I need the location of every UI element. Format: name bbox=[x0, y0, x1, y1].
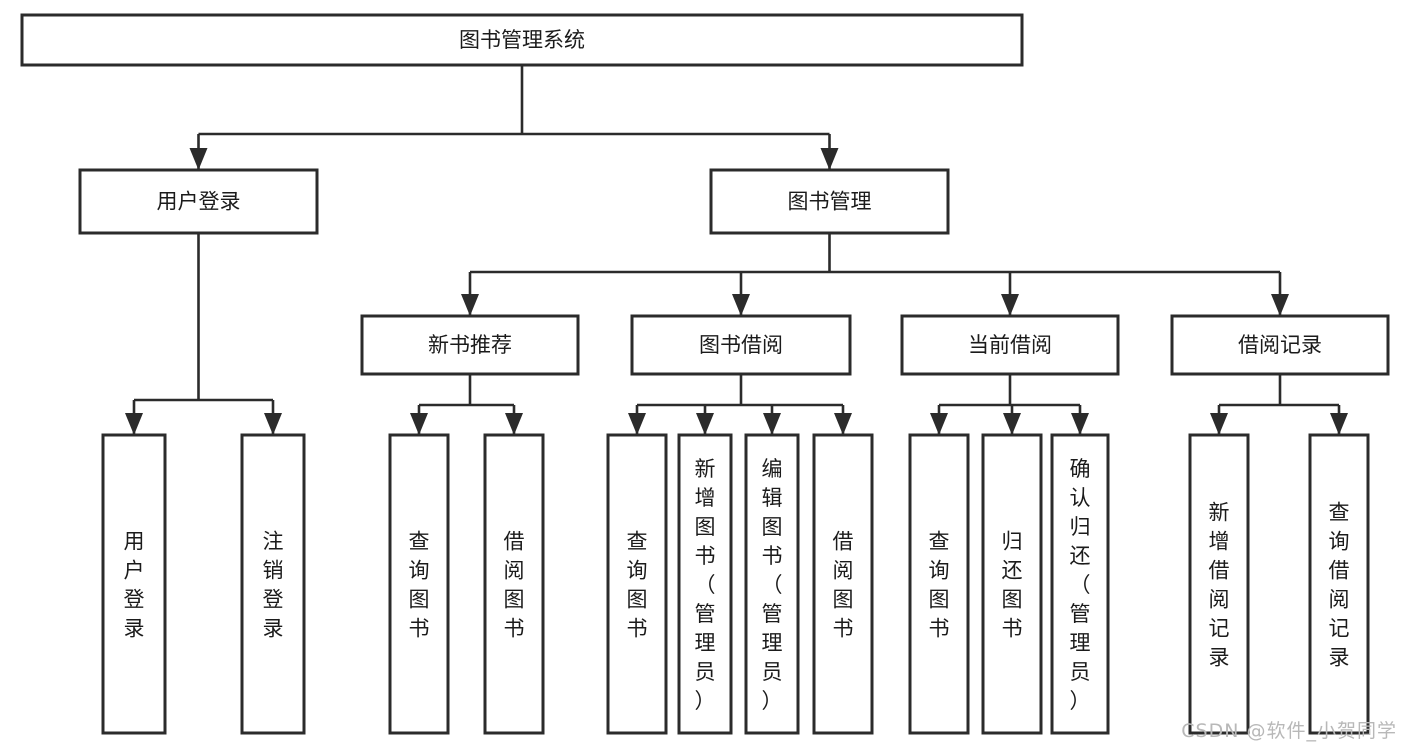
node-leaf-rec-query-book[interactable]: 查询图书 bbox=[388, 433, 450, 735]
node-box bbox=[1308, 433, 1370, 735]
arrow-head-icon bbox=[1210, 413, 1228, 435]
node-borrow-record[interactable]: 借阅记录 bbox=[1170, 314, 1390, 376]
node-box bbox=[606, 433, 668, 735]
node-label: 用户登录 bbox=[157, 190, 241, 214]
edges-layer bbox=[125, 65, 1348, 435]
node-box bbox=[908, 433, 970, 735]
node-label: 借阅图书 bbox=[833, 530, 854, 641]
nodes-layer: 图书管理系统用户登录图书管理新书推荐图书借阅当前借阅借阅记录用户登录注销登录查询… bbox=[20, 13, 1390, 735]
node-box bbox=[630, 314, 852, 376]
node-current-borrow[interactable]: 当前借阅 bbox=[900, 314, 1120, 376]
node-box bbox=[812, 433, 874, 735]
node-label: 归还图书 bbox=[1002, 530, 1023, 641]
node-label: 注销登录 bbox=[263, 530, 284, 641]
node-user-login[interactable]: 用户登录 bbox=[78, 168, 319, 235]
arrow-head-icon bbox=[1001, 294, 1019, 316]
arrow-head-icon bbox=[1071, 413, 1089, 435]
node-new-book-rec[interactable]: 新书推荐 bbox=[360, 314, 580, 376]
node-leaf-borrow-edit-book[interactable]: 编辑图书（管理员） bbox=[744, 433, 800, 735]
node-label: 用户登录 bbox=[124, 530, 145, 641]
node-label: 编辑图书（管理员） bbox=[762, 457, 783, 713]
node-leaf-rec-add-record[interactable]: 新增借阅记录 bbox=[1188, 433, 1250, 735]
node-leaf-cur-confirm-return[interactable]: 确认归还（管理员） bbox=[1050, 433, 1110, 735]
arrow-head-icon bbox=[820, 148, 839, 170]
arrow-head-icon bbox=[930, 413, 948, 435]
node-box bbox=[101, 433, 167, 735]
arrow-head-icon bbox=[628, 413, 646, 435]
arrow-head-icon bbox=[461, 294, 479, 316]
connector-conn-new-book-rec bbox=[410, 374, 523, 435]
node-box bbox=[1050, 433, 1110, 735]
node-label: 图书借阅 bbox=[699, 333, 783, 357]
node-box bbox=[744, 433, 800, 735]
node-label: 查询借阅记录 bbox=[1329, 501, 1350, 670]
node-box bbox=[483, 433, 545, 735]
node-leaf-cur-query-book[interactable]: 查询图书 bbox=[908, 433, 970, 735]
node-label: 查询图书 bbox=[929, 530, 950, 641]
node-box bbox=[1188, 433, 1250, 735]
node-box bbox=[360, 314, 580, 376]
node-label: 新书推荐 bbox=[428, 333, 512, 357]
node-label: 查询图书 bbox=[409, 530, 430, 641]
arrow-head-icon bbox=[125, 413, 143, 435]
node-label: 图书管理系统 bbox=[459, 28, 585, 52]
node-leaf-rec-query-record[interactable]: 查询借阅记录 bbox=[1308, 433, 1370, 735]
arrow-head-icon bbox=[189, 148, 208, 170]
node-box bbox=[709, 168, 950, 235]
node-box bbox=[900, 314, 1120, 376]
node-box bbox=[388, 433, 450, 735]
node-leaf-borrow-borrow-book[interactable]: 借阅图书 bbox=[812, 433, 874, 735]
connector-conn-book-manage bbox=[461, 233, 1289, 316]
arrow-head-icon bbox=[696, 413, 714, 435]
node-root[interactable]: 图书管理系统 bbox=[20, 13, 1024, 67]
node-box bbox=[240, 433, 306, 735]
node-box bbox=[981, 433, 1043, 735]
connector-conn-book-borrow bbox=[628, 374, 852, 435]
node-box bbox=[677, 433, 733, 735]
arrow-head-icon bbox=[264, 413, 282, 435]
node-box bbox=[20, 13, 1024, 67]
node-book-borrow[interactable]: 图书借阅 bbox=[630, 314, 852, 376]
node-leaf-borrow-query-book[interactable]: 查询图书 bbox=[606, 433, 668, 735]
node-leaf-borrow-add-book[interactable]: 新增图书（管理员） bbox=[677, 433, 733, 735]
node-label: 查询图书 bbox=[627, 530, 648, 641]
node-leaf-cur-return-book[interactable]: 归还图书 bbox=[981, 433, 1043, 735]
arrow-head-icon bbox=[1330, 413, 1348, 435]
arrow-head-icon bbox=[505, 413, 523, 435]
node-leaf-user-login[interactable]: 用户登录 bbox=[101, 433, 167, 735]
node-label: 确认归还（管理员） bbox=[1070, 457, 1091, 713]
connector-conn-current-borrow bbox=[930, 374, 1089, 435]
arrow-head-icon bbox=[834, 413, 852, 435]
node-leaf-user-logout[interactable]: 注销登录 bbox=[240, 433, 306, 735]
arrow-head-icon bbox=[763, 413, 781, 435]
arrow-head-icon bbox=[410, 413, 428, 435]
node-label: 图书管理 bbox=[788, 190, 872, 214]
arrow-head-icon bbox=[1003, 413, 1021, 435]
node-label: 借阅图书 bbox=[504, 530, 525, 641]
arrow-head-icon bbox=[732, 294, 750, 316]
node-box bbox=[78, 168, 319, 235]
node-box bbox=[1170, 314, 1390, 376]
connector-conn-user-login bbox=[125, 233, 282, 435]
node-book-manage[interactable]: 图书管理 bbox=[709, 168, 950, 235]
node-leaf-rec-borrow-book[interactable]: 借阅图书 bbox=[483, 433, 545, 735]
node-label: 借阅记录 bbox=[1238, 333, 1322, 357]
node-label: 新增图书（管理员） bbox=[695, 457, 716, 713]
connector-conn-borrow-record bbox=[1210, 374, 1348, 435]
node-label: 新增借阅记录 bbox=[1209, 501, 1230, 670]
node-label: 当前借阅 bbox=[968, 333, 1052, 357]
connector-conn-root bbox=[189, 65, 839, 170]
arrow-head-icon bbox=[1271, 294, 1289, 316]
